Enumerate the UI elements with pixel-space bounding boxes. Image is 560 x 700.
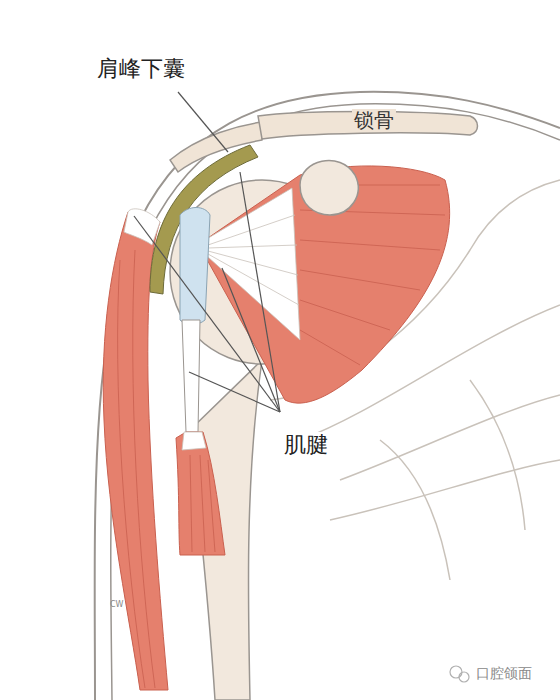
wechat-icon: [450, 666, 469, 682]
tendon-fibres: [208, 215, 299, 305]
subscapularis-tendon: [205, 188, 300, 340]
coracoid-process: [300, 161, 358, 215]
deltoid-fibres: [118, 250, 155, 688]
biceps-tendon-tip: [182, 432, 206, 450]
supraspinatus-tendon: [180, 208, 210, 325]
skin-outline: [95, 92, 560, 700]
watermark: 口腔颌面: [474, 665, 534, 681]
part-label: 肌腱: [282, 432, 330, 457]
acromion: [170, 122, 262, 172]
leader-lines: [134, 92, 280, 412]
part-label: 肩峰下囊: [95, 56, 187, 81]
artist-mark: CW: [108, 600, 126, 609]
fascia-outline: [111, 104, 560, 700]
part-label: 锁骨: [352, 109, 396, 132]
biceps-fibres: [190, 455, 215, 552]
biceps-muscle: [176, 432, 225, 555]
